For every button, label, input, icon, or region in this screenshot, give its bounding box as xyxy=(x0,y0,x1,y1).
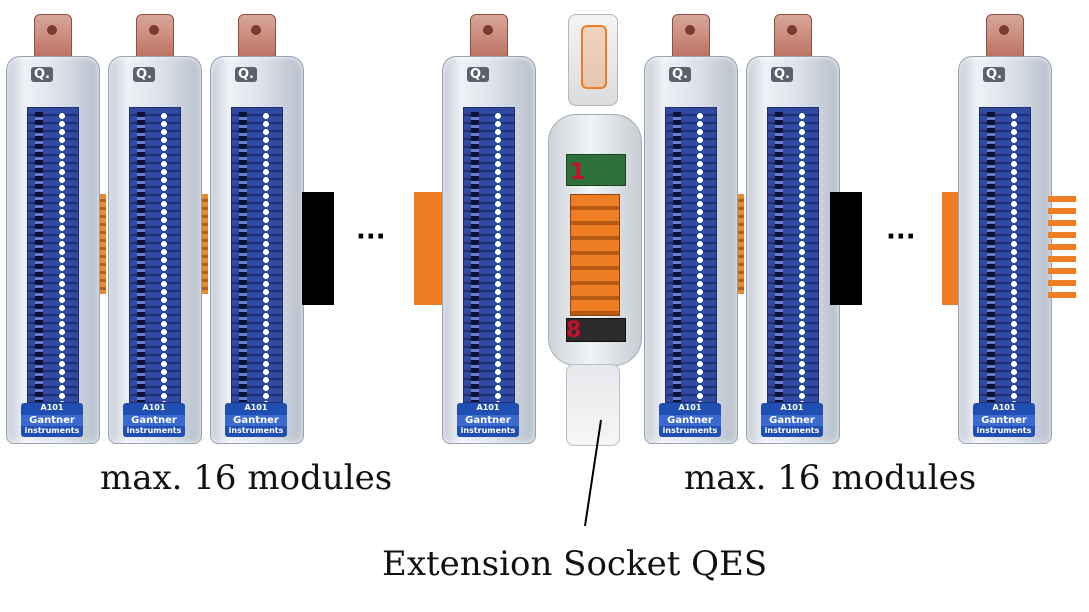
qes-bottom-clip xyxy=(566,364,620,446)
module-model: A101 xyxy=(40,403,64,412)
terminal-block xyxy=(129,107,181,409)
qes-lower-board xyxy=(566,318,626,342)
module-brand-sub: instruments xyxy=(764,426,820,435)
module-clip xyxy=(470,14,508,64)
module-badge: A101 Gantner instruments xyxy=(225,403,287,437)
module-brand: Gantner xyxy=(457,415,519,426)
module-model: A101 xyxy=(476,403,500,412)
side-pins xyxy=(202,194,208,294)
terminal-block xyxy=(27,107,79,409)
module-clip xyxy=(774,14,812,64)
module-3: Q. A101 Gantner instruments xyxy=(210,14,304,444)
qes-top-clip xyxy=(568,14,618,106)
qes-terminal-block xyxy=(570,194,620,316)
module-model: A101 xyxy=(678,403,702,412)
module-badge: A101 Gantner instruments xyxy=(457,403,519,437)
module-housing: Q. A101 Gantner instruments xyxy=(6,56,100,444)
pin-label-last: 8 xyxy=(566,318,582,343)
extension-socket-qes: 1 8 xyxy=(548,14,642,446)
module-4: Q. A101 Gantner instruments xyxy=(442,14,536,444)
module-badge: A101 Gantner instruments xyxy=(21,403,83,437)
module-logo: Q. xyxy=(983,67,1005,82)
module-housing: Q. A101 Gantner instruments xyxy=(958,56,1052,444)
end-pins xyxy=(1048,196,1076,304)
module-model: A101 xyxy=(780,403,804,412)
qes-circuit-board xyxy=(566,154,626,186)
module-housing: Q. A101 Gantner instruments xyxy=(644,56,738,444)
module-6: Q. A101 Gantner instruments xyxy=(746,14,840,444)
module-brand-sub: instruments xyxy=(24,426,80,435)
leader-line-stroke xyxy=(584,419,602,527)
module-brand: Gantner xyxy=(973,415,1035,426)
module-housing: Q. A101 Gantner instruments xyxy=(108,56,202,444)
module-brand: Gantner xyxy=(123,415,185,426)
leader-line xyxy=(584,419,602,527)
module-housing: Q. A101 Gantner instruments xyxy=(442,56,536,444)
module-brand: Gantner xyxy=(225,415,287,426)
ellipsis-right: ··· xyxy=(886,222,916,252)
module-brand-sub: instruments xyxy=(662,426,718,435)
pin-label-first: 1 xyxy=(570,160,586,185)
module-logo: Q. xyxy=(31,67,53,82)
module-logo: Q. xyxy=(771,67,793,82)
black-connector-left xyxy=(302,192,334,305)
module-brand-sub: instruments xyxy=(228,426,284,435)
module-5: Q. A101 Gantner instruments xyxy=(644,14,744,444)
terminal-block xyxy=(231,107,283,409)
module-badge: A101 Gantner instruments xyxy=(659,403,721,437)
module-model: A101 xyxy=(992,403,1016,412)
terminal-block xyxy=(767,107,819,409)
module-badge: A101 Gantner instruments xyxy=(973,403,1035,437)
module-badge: A101 Gantner instruments xyxy=(761,403,823,437)
module-logo: Q. xyxy=(467,67,489,82)
module-logo: Q. xyxy=(669,67,691,82)
terminal-block xyxy=(979,107,1031,409)
module-brand-sub: instruments xyxy=(460,426,516,435)
module-7: Q. A101 Gantner instruments xyxy=(958,14,1052,444)
ellipsis-left: ··· xyxy=(356,222,386,252)
module-brand: Gantner xyxy=(659,415,721,426)
module-2: Q. A101 Gantner instruments xyxy=(108,14,208,444)
module-clip xyxy=(238,14,276,64)
module-logo: Q. xyxy=(235,67,257,82)
module-housing: Q. A101 Gantner instruments xyxy=(746,56,840,444)
orange-connector-left xyxy=(414,192,446,305)
module-model: A101 xyxy=(142,403,166,412)
module-clip xyxy=(986,14,1024,64)
module-clip xyxy=(34,14,72,64)
module-model: A101 xyxy=(244,403,268,412)
module-brand: Gantner xyxy=(761,415,823,426)
module-1: Q. A101 Gantner instruments xyxy=(6,14,106,444)
module-logo: Q. xyxy=(133,67,155,82)
right-group-label: max. 16 modules xyxy=(684,458,977,498)
terminal-block xyxy=(463,107,515,409)
module-brand: Gantner xyxy=(21,415,83,426)
side-pins xyxy=(738,194,744,294)
left-group-label: max. 16 modules xyxy=(100,458,393,498)
module-badge: A101 Gantner instruments xyxy=(123,403,185,437)
module-clip xyxy=(672,14,710,64)
module-brand-sub: instruments xyxy=(976,426,1032,435)
socket-label: Extension Socket QES xyxy=(382,544,768,584)
black-connector-right xyxy=(830,192,862,305)
terminal-block xyxy=(665,107,717,409)
module-housing: Q. A101 Gantner instruments xyxy=(210,56,304,444)
module-brand-sub: instruments xyxy=(126,426,182,435)
side-pins xyxy=(100,194,106,294)
